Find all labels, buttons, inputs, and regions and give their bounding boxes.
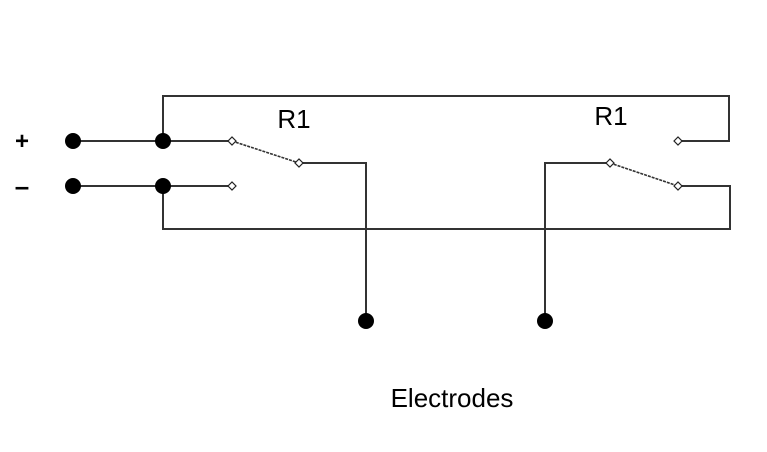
nodes [65, 133, 553, 329]
wires [73, 95, 731, 321]
wire-left-electrode [299, 162, 367, 321]
positive-terminal-label: + [15, 128, 29, 155]
junction-positive [155, 133, 171, 149]
electrode-right [537, 313, 553, 329]
relay-contacts [227, 136, 683, 191]
electrodes-label: Electrodes [391, 383, 514, 413]
relay-label-right: R1 [594, 101, 627, 131]
contact-right-nc [673, 181, 683, 191]
relay-switch-arm-right [609, 162, 679, 187]
terminal-positive [65, 133, 81, 149]
electrode-left [358, 313, 374, 329]
contact-left-nc [227, 136, 237, 146]
relay-label-left: R1 [277, 104, 310, 134]
junction-negative [155, 178, 171, 194]
contact-left-no [227, 181, 237, 191]
relay-switch-arm-left [231, 140, 300, 164]
contact-right-no [673, 136, 683, 146]
wire-bottom-bus [162, 185, 731, 230]
wire-top-bus [162, 95, 730, 142]
negative-terminal-label: – [15, 171, 29, 201]
terminal-negative [65, 178, 81, 194]
contact-right-common [605, 158, 615, 168]
wire-right-electrode [544, 162, 610, 321]
contact-left-common [294, 158, 304, 168]
